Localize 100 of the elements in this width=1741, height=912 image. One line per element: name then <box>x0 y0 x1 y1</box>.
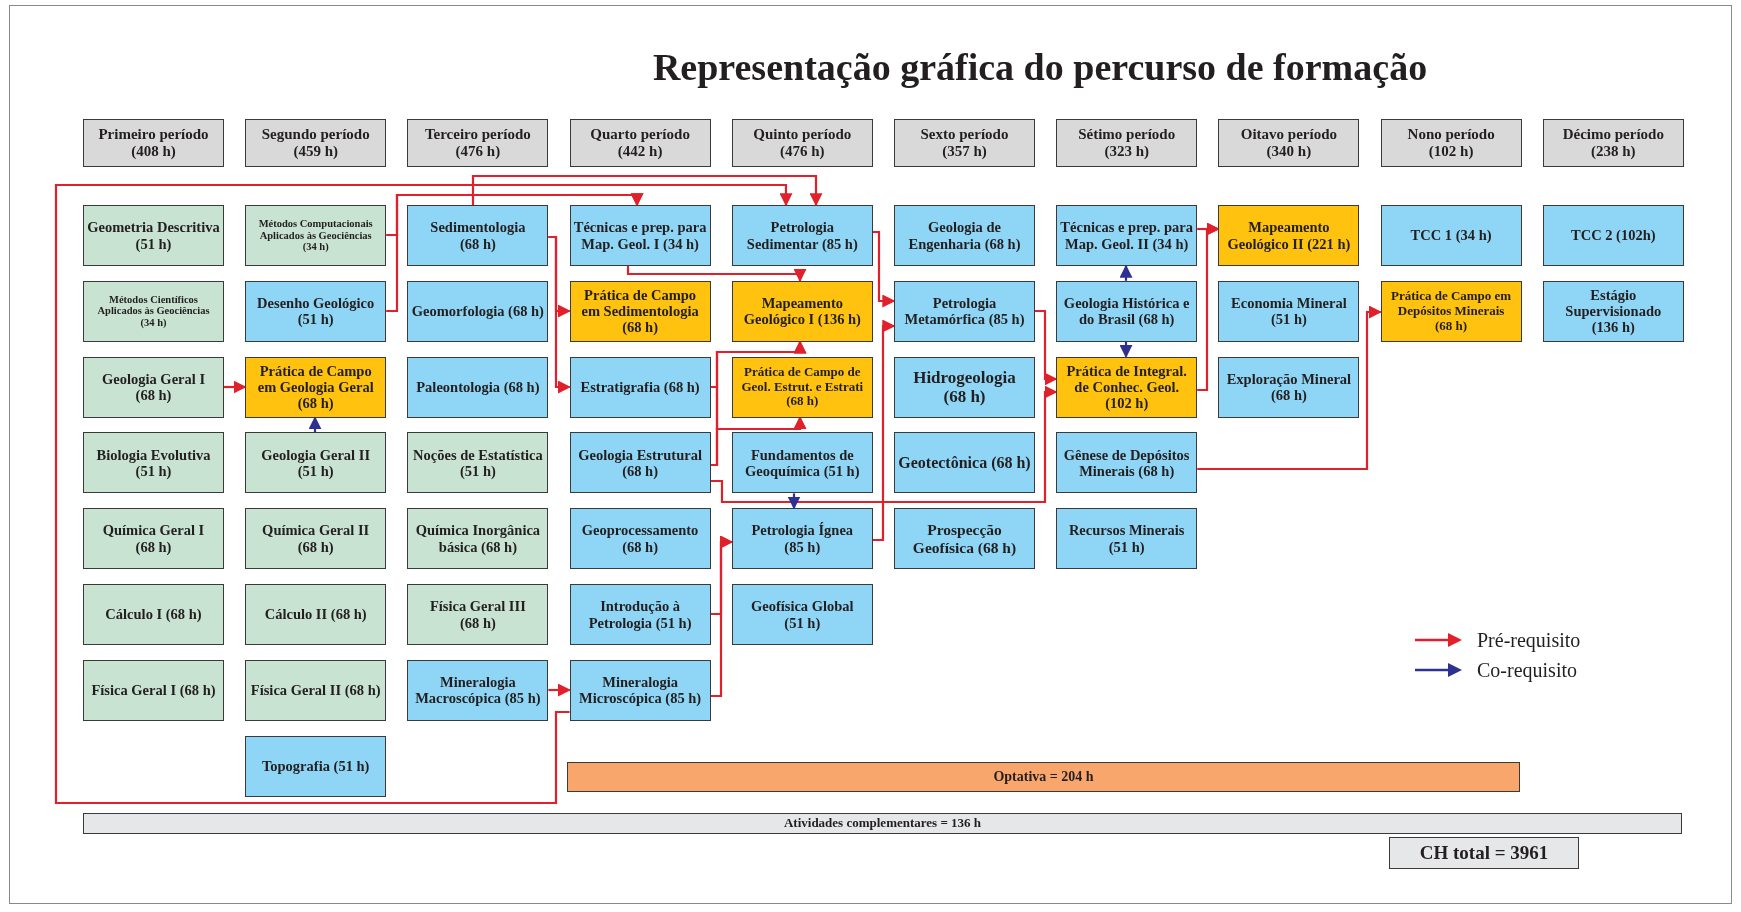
period-label: Sexto período (357 h) <box>919 126 1010 160</box>
course-box <box>83 584 224 645</box>
course-label: Química Geral II (68 h) <box>261 522 371 555</box>
course-label: TCC 2 (102h) <box>1571 227 1656 244</box>
course-box <box>83 205 224 266</box>
course-box <box>1218 356 1360 418</box>
course-label: Topografia (51 h) <box>261 757 370 775</box>
course-box <box>1542 280 1684 342</box>
course-label: Gênese de Depósitos Minerais (68 h) <box>1062 446 1191 480</box>
course-label: Geologia de Engenharia (68 h) <box>907 219 1022 252</box>
course-box <box>245 584 387 645</box>
period-label: Oitavo período (340 h) <box>1239 126 1338 160</box>
course-label: Petrologia Ígnea (85 h) <box>750 522 855 555</box>
period-label: Quinto período (476 h) <box>752 126 853 160</box>
course-box <box>569 584 711 645</box>
course-box <box>1218 205 1360 266</box>
period-label: Primeiro período (408 h) <box>97 126 210 160</box>
connector-arrow <box>872 319 896 542</box>
course-box <box>731 280 873 342</box>
period-header <box>407 119 549 167</box>
course-label: Mapeamento Geológico II (221 h) <box>1226 219 1352 252</box>
course-label: Química Inorgânica básica (68 h) <box>414 522 542 555</box>
course-box <box>1056 205 1198 266</box>
course-label: Geologia Estrutural (68 h) <box>577 446 703 480</box>
total-box <box>1389 837 1579 869</box>
connector-arrow <box>1035 309 1058 386</box>
course-box <box>894 205 1035 266</box>
course-box <box>83 356 224 418</box>
period-header <box>731 119 873 167</box>
course-label: Estratigrafia (68 h) <box>580 378 700 396</box>
course-label: Técnicas e prep. para Map. Geol. I (34 h) <box>573 219 707 252</box>
total-label: Optativa = 204 h <box>993 769 1094 785</box>
course-box <box>407 432 549 494</box>
connector-arrow <box>548 683 571 697</box>
course-box <box>569 205 711 266</box>
course-label: Recursos Minerais (51 h) <box>1067 522 1186 555</box>
legend-label: Co-requisito <box>1477 658 1577 682</box>
course-label: Hidrogeologia (68 h) <box>912 368 1017 407</box>
course-box <box>731 508 873 570</box>
course-label: Petrologia Sedimentar (85 h) <box>745 219 859 252</box>
course-label: Geoprocessamento (68 h) <box>580 522 700 555</box>
activities-bar <box>83 813 1682 834</box>
course-label: Geofísica Global (51 h) <box>749 598 855 631</box>
course-box <box>1380 280 1522 342</box>
total-label: CH total = 3961 <box>1419 842 1549 864</box>
course-label: Biologia Evolutiva (51 h) <box>95 446 212 480</box>
course-label: Química Geral I (68 h) <box>101 522 206 555</box>
course-label: Física Geral III (68 h) <box>428 598 527 631</box>
connector-arrow <box>872 230 896 308</box>
period-label: Quarto período (442 h) <box>589 126 691 160</box>
course-label: Exploração Mineral (68 h) <box>1225 370 1353 404</box>
course-label: Paleontologia (68 h) <box>416 378 540 396</box>
course-label: Introdução à Petrologia (51 h) <box>587 598 693 631</box>
course-box <box>407 205 549 266</box>
course-box <box>83 432 224 494</box>
legend-label: Pré-requisito <box>1477 628 1581 652</box>
course-label: Prática de Campo em Depósitos Minerais (68 h) <box>1390 289 1513 334</box>
course-label: Geomorfologia (68 h) <box>411 303 544 320</box>
course-box <box>245 432 387 494</box>
course-box <box>894 508 1035 570</box>
period-header <box>1542 119 1684 167</box>
course-box <box>731 205 873 266</box>
course-label: Mineralogia Macroscópica (85 h) <box>414 674 542 707</box>
course-label: Geologia Histórica e do Brasil (68 h) <box>1062 295 1191 328</box>
course-label: Cálculo I (68 h) <box>105 606 202 623</box>
connector-arrow <box>626 266 807 283</box>
period-header <box>1056 119 1198 167</box>
course-box <box>407 356 549 418</box>
course-label: Física Geral I (68 h) <box>91 682 216 699</box>
connector-arrow <box>710 385 1058 504</box>
course-box <box>569 280 711 342</box>
course-label: Métodos Computacionais Aplicados às Geociências (34 h) <box>257 217 374 254</box>
connector-arrow <box>471 174 823 207</box>
course-box <box>407 659 549 721</box>
course-label: Fundamentos de Geoquímica (51 h) <box>744 446 861 480</box>
connector-arrow <box>308 416 322 433</box>
course-box <box>731 584 873 645</box>
course-box <box>407 584 549 645</box>
course-box <box>83 508 224 570</box>
total-label: Atividades complementares = 136 h <box>783 816 982 831</box>
period-header <box>1218 119 1360 167</box>
course-box <box>407 508 549 570</box>
connector-arrow <box>224 380 247 394</box>
course-box <box>569 356 711 418</box>
course-label: Noções de Estatística (51 h) <box>412 446 544 480</box>
course-label: Prospecção Geofísica (68 h) <box>911 521 1018 557</box>
period-label: Décimo período (238 h) <box>1561 126 1665 160</box>
course-box <box>245 659 387 721</box>
course-label: Física Geral II (68 h) <box>250 682 381 699</box>
course-box <box>1542 205 1684 266</box>
course-label: Métodos Científicos Aplicados às Geociências (34 h) <box>96 293 211 329</box>
period-header <box>569 119 711 167</box>
course-label: Prática de Campo em Geologia Geral (68 h) <box>256 362 375 412</box>
course-label: Petrologia Metamórfica (85 h) <box>903 295 1026 328</box>
course-label: Sedimentologia (68 h) <box>429 219 527 252</box>
course-label: TCC 1 (34 h) <box>1410 227 1492 244</box>
course-box <box>1056 356 1198 418</box>
course-box <box>245 356 387 418</box>
course-label: Cálculo II (68 h) <box>264 606 367 623</box>
course-box <box>569 508 711 570</box>
